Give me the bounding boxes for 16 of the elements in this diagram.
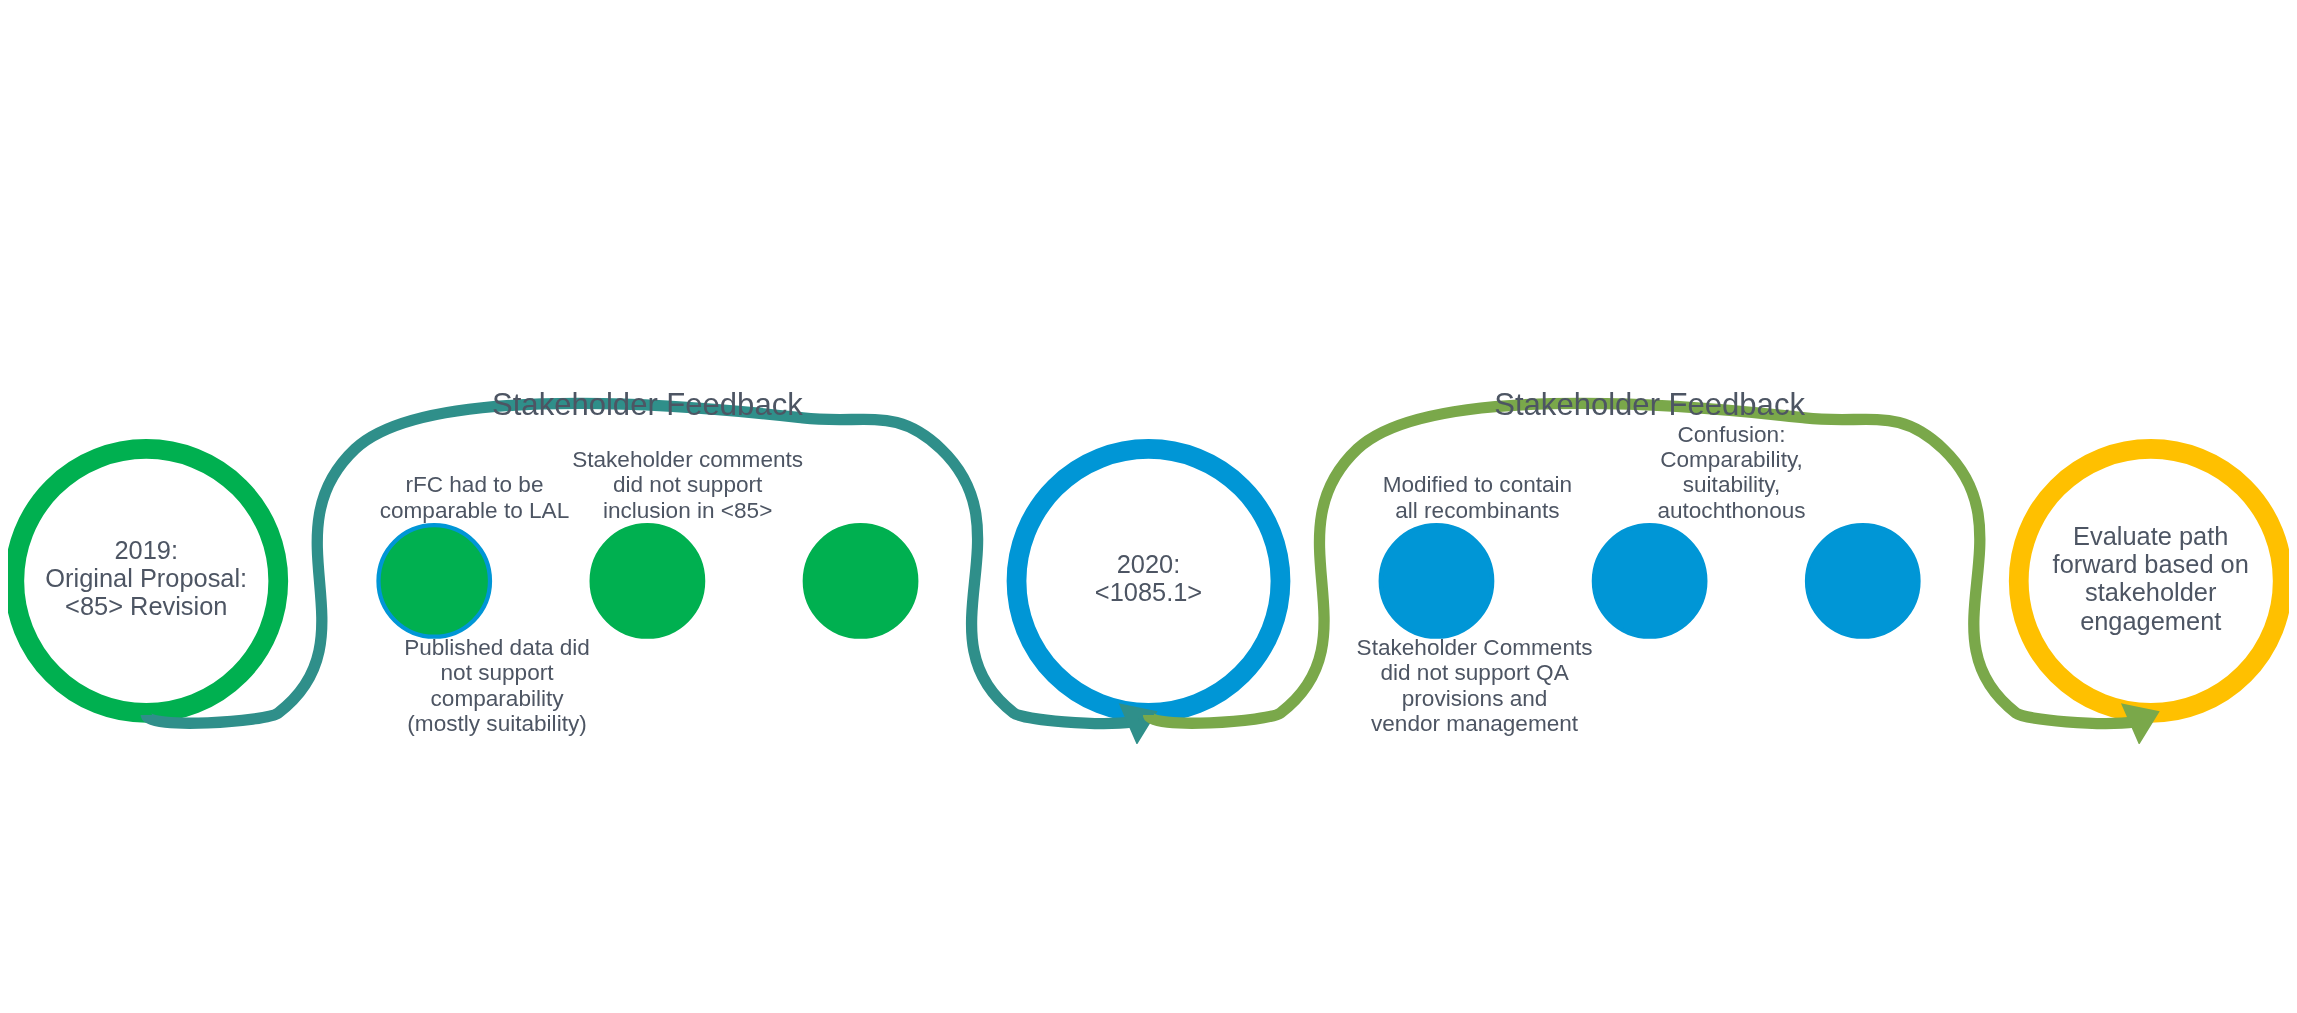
node-label: Confusion: Comparability, suitability, autochthonous bbox=[1657, 421, 1806, 523]
node-label: Stakeholder Comments did not support QA provisions and vendor management bbox=[1356, 634, 1593, 737]
node-circle bbox=[802, 523, 919, 639]
node-label: Published data did not support comparability (mostly suitability) bbox=[404, 634, 590, 737]
node-circle bbox=[1378, 523, 1495, 639]
node-circle bbox=[1591, 523, 1708, 639]
node-circle bbox=[1804, 523, 1921, 639]
node-circle: 2019: Original Proposal: <85> Revision bbox=[8, 439, 289, 723]
arrow bbox=[1146, 397, 2160, 744]
arrow bbox=[143, 397, 1158, 744]
node-circle: Evaluate path forward based on stakeholder engagement bbox=[2008, 439, 2289, 723]
node-label: Modified to contain all recombinants bbox=[1382, 472, 1573, 523]
node-circle bbox=[589, 523, 706, 639]
node-circle bbox=[376, 523, 493, 639]
node-label: Stakeholder comments did not support inclusion in <85> bbox=[572, 447, 804, 523]
node-label: rFC had to be comparable to LAL bbox=[379, 472, 570, 523]
